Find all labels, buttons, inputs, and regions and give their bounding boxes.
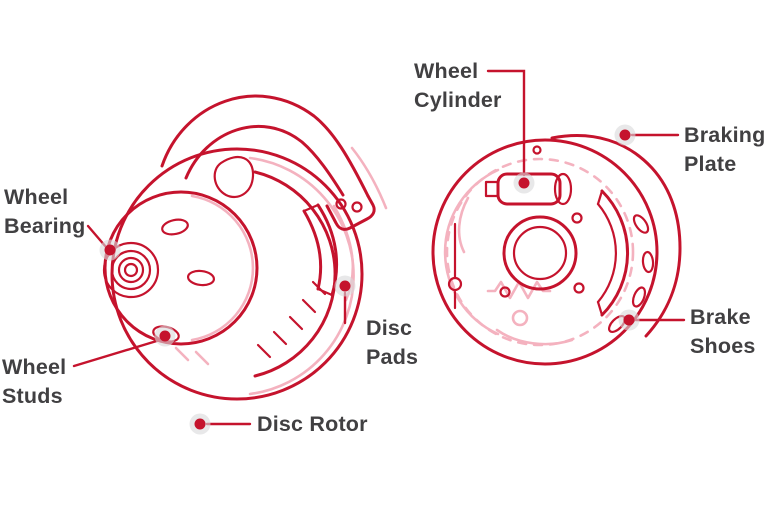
label-line: Disc Rotor: [257, 412, 368, 436]
label-line: Disc: [366, 316, 413, 340]
marker-wheel-cylinder: [513, 172, 535, 194]
label-wheel-cylinder: Wheel Cylinder: [414, 57, 502, 115]
label-line: Plate: [684, 152, 737, 176]
label-line: Wheel: [2, 355, 67, 379]
marker-disc-rotor: [189, 413, 211, 435]
label-braking-plate: Braking Plate: [684, 121, 765, 179]
marker-wheel-bearing: [99, 239, 121, 261]
brake-shoe-shape: [596, 189, 630, 317]
label-markers: [99, 124, 640, 435]
adjuster-shape: [447, 222, 463, 310]
marker-wheel-studs: [154, 325, 176, 347]
marker-brake-shoes: [618, 309, 640, 331]
label-line: Braking: [684, 123, 766, 147]
disc-rotor-shape: [103, 147, 364, 401]
label-line: Pads: [366, 345, 419, 369]
label-line: Studs: [2, 384, 63, 408]
leader-wheel-cylinder: [486, 69, 526, 177]
drum-brake-secondary-lines: [443, 157, 635, 347]
disc-brake-secondary-lines: [174, 146, 388, 396]
label-line: Wheel: [4, 185, 69, 209]
label-line: Bearing: [4, 214, 86, 238]
wheel-bearing-shape: [102, 241, 160, 299]
marker-disc-pads: [334, 275, 356, 297]
label-line: Cylinder: [414, 88, 502, 112]
rotor-vent-lines: [256, 280, 327, 359]
label-wheel-studs: Wheel Studs: [2, 353, 66, 411]
wheel-studs-shape: [152, 218, 216, 343]
label-line: Wheel: [414, 59, 479, 83]
label-brake-shoes: Brake Shoes: [690, 303, 756, 361]
leader-wheel-studs: [72, 338, 162, 368]
label-disc-rotor: Disc Rotor: [257, 410, 368, 439]
disc-pad-shape: [302, 203, 339, 297]
label-line: Shoes: [690, 334, 756, 358]
label-line: Brake: [690, 305, 751, 329]
caliper-shape: [160, 94, 376, 231]
label-wheel-bearing: Wheel Bearing: [4, 183, 85, 241]
marker-braking-plate: [614, 124, 636, 146]
label-disc-pads: Disc Pads: [366, 314, 418, 372]
braking-plate-shape: [431, 134, 682, 366]
